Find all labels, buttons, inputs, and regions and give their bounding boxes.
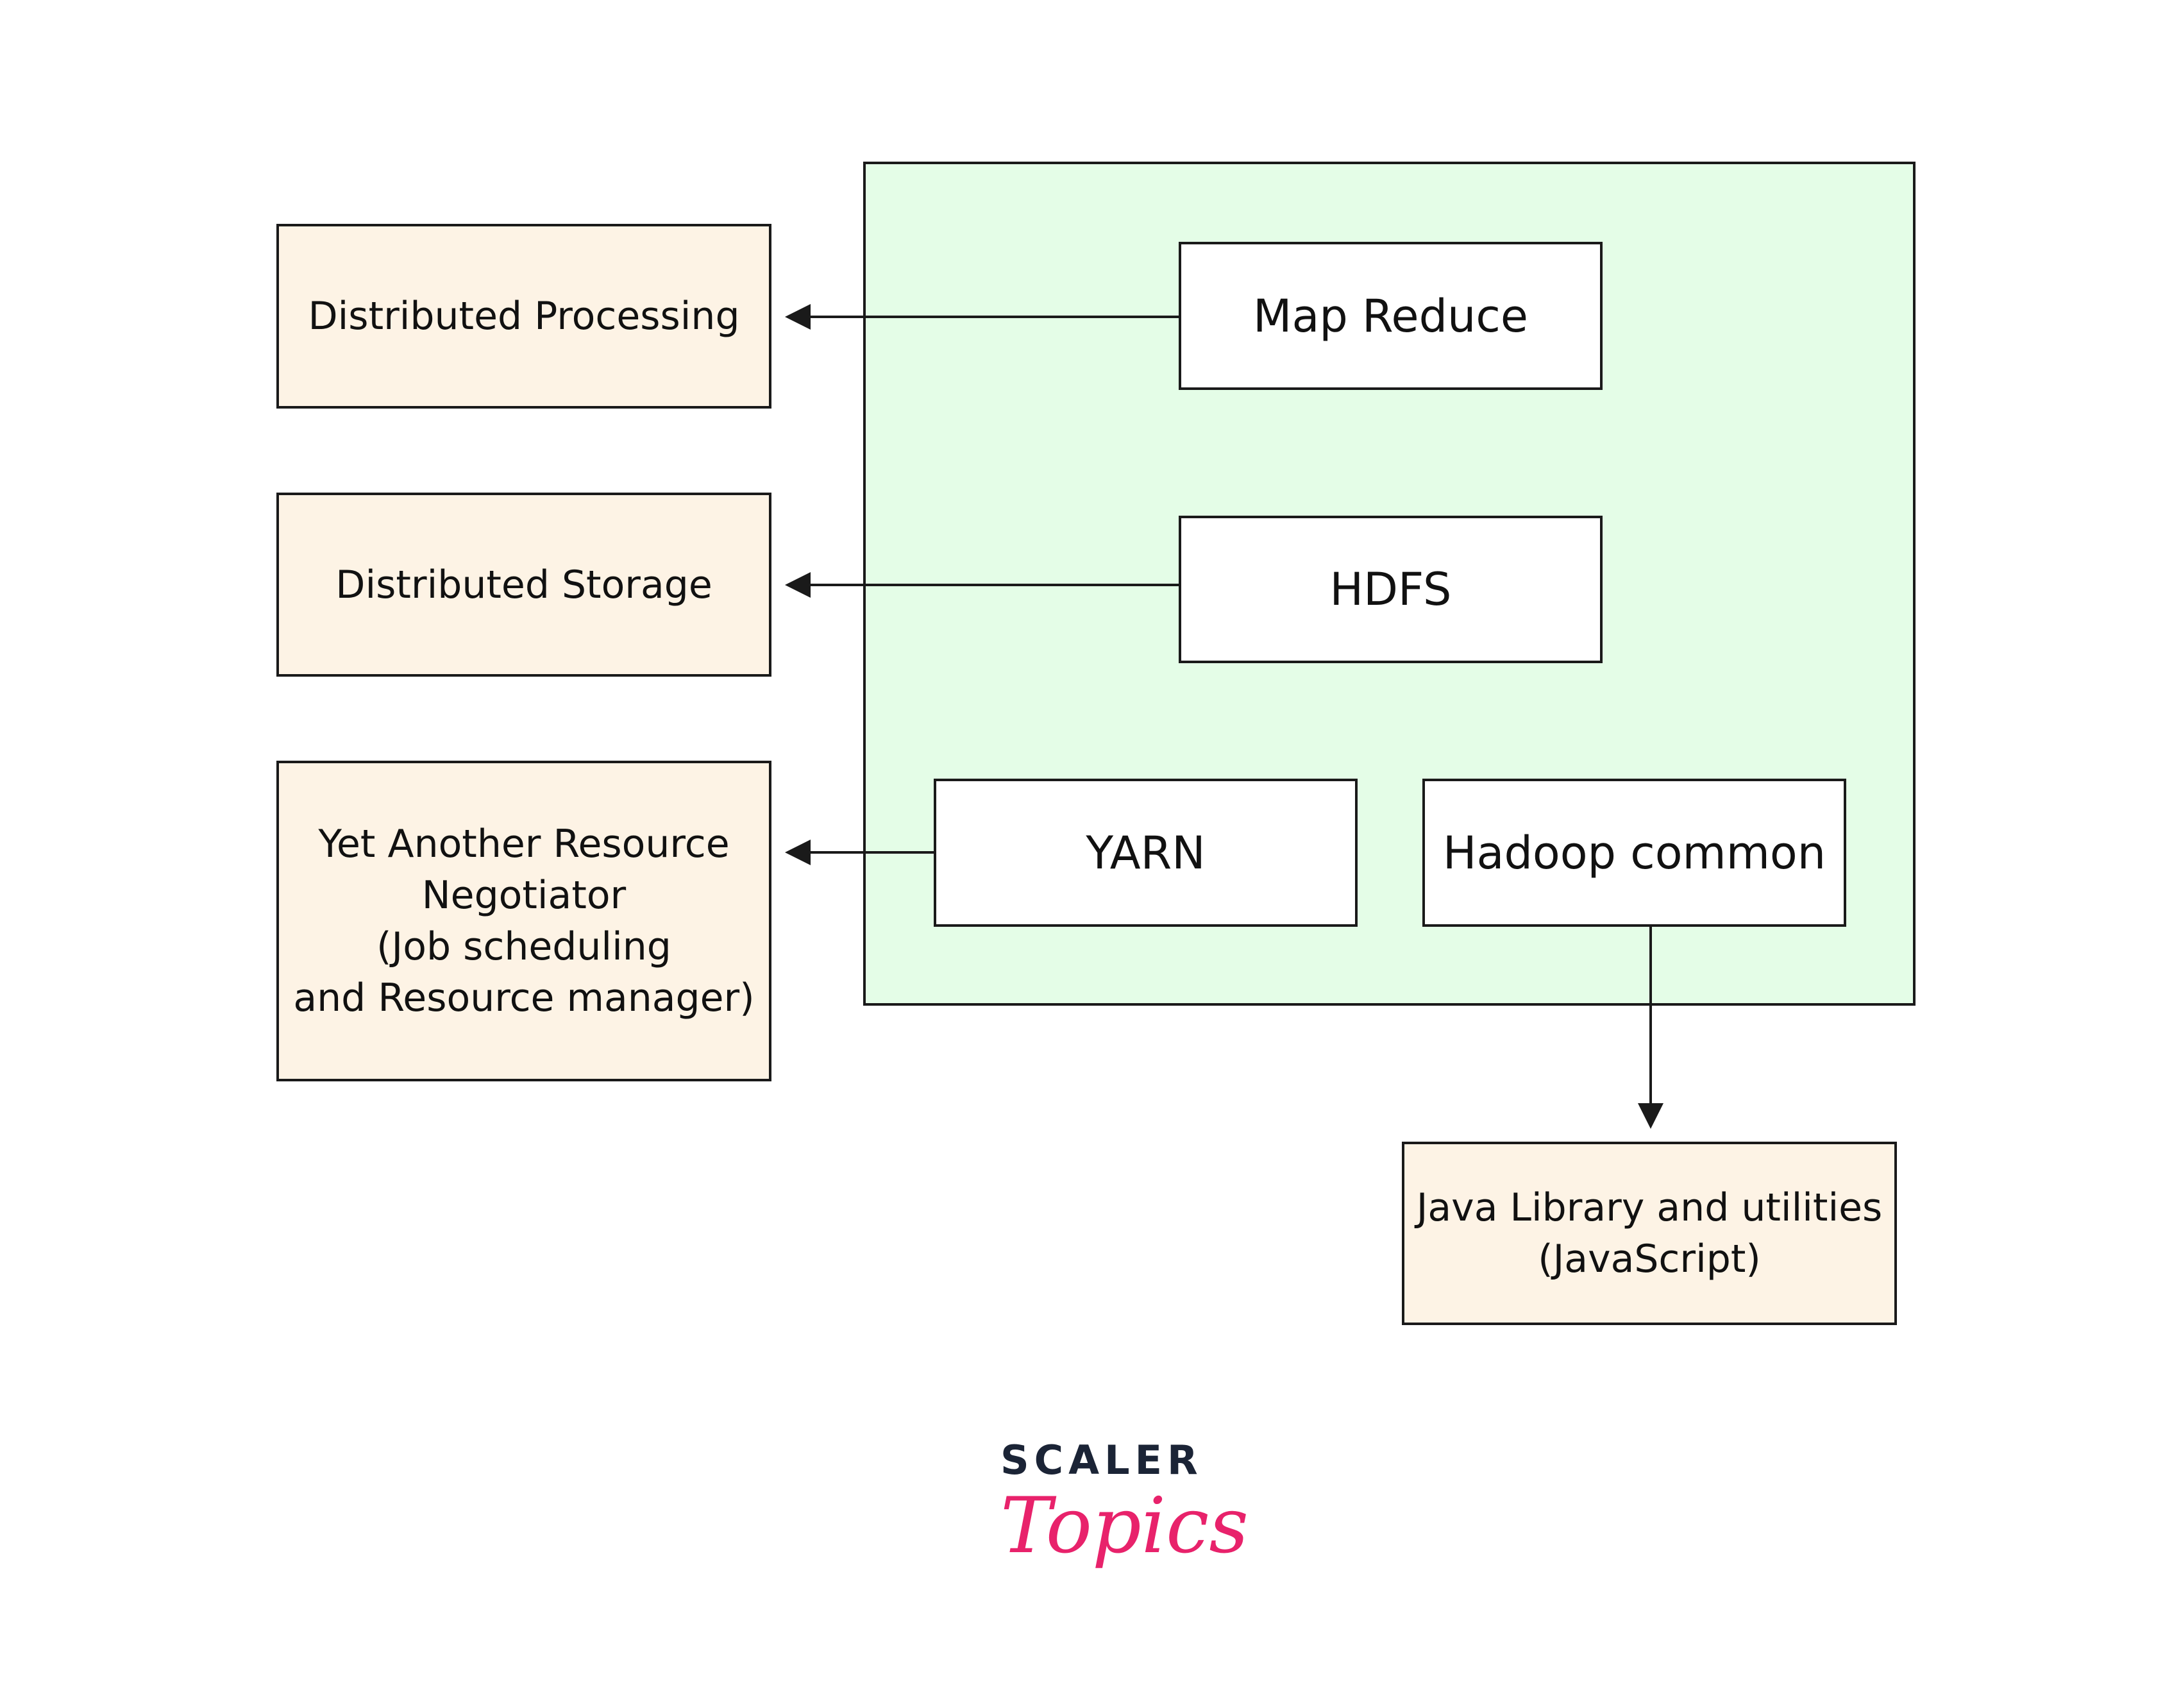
map-reduce-box: Map Reduce [1179,242,1603,390]
yarn-label: YARN [1086,826,1206,879]
distributed-storage-label: Distributed Storage [335,562,712,607]
yarn-description-label: Yet Another Resource Negotiator (Job sch… [293,822,755,1020]
arrowhead-storage [785,572,811,598]
arrowhead-yarn-description [785,840,811,865]
java-library-box: Java Library and utilities (JavaScript) [1402,1142,1897,1325]
arrowhead-java-library [1638,1103,1663,1129]
hadoop-common-label: Hadoop common [1442,826,1826,879]
logo-topics-text: Topics [1000,1482,1249,1571]
scaler-topics-logo: SCALER Topics [1000,1437,1249,1603]
distributed-processing-box: Distributed Processing [276,224,771,409]
hdfs-box: HDFS [1179,516,1603,663]
hadoop-common-box: Hadoop common [1422,779,1846,927]
logo-scaler-text: SCALER [1000,1437,1203,1484]
map-reduce-label: Map Reduce [1253,289,1528,342]
hdfs-label: HDFS [1329,563,1452,616]
yarn-box: YARN [934,779,1358,927]
yarn-description-box: Yet Another Resource Negotiator (Job sch… [276,761,771,1081]
distributed-processing-label: Distributed Processing [308,294,740,339]
distributed-storage-box: Distributed Storage [276,493,771,677]
arrowhead-processing [785,304,811,330]
java-library-label: Java Library and utilities (JavaScript) [1416,1185,1883,1281]
